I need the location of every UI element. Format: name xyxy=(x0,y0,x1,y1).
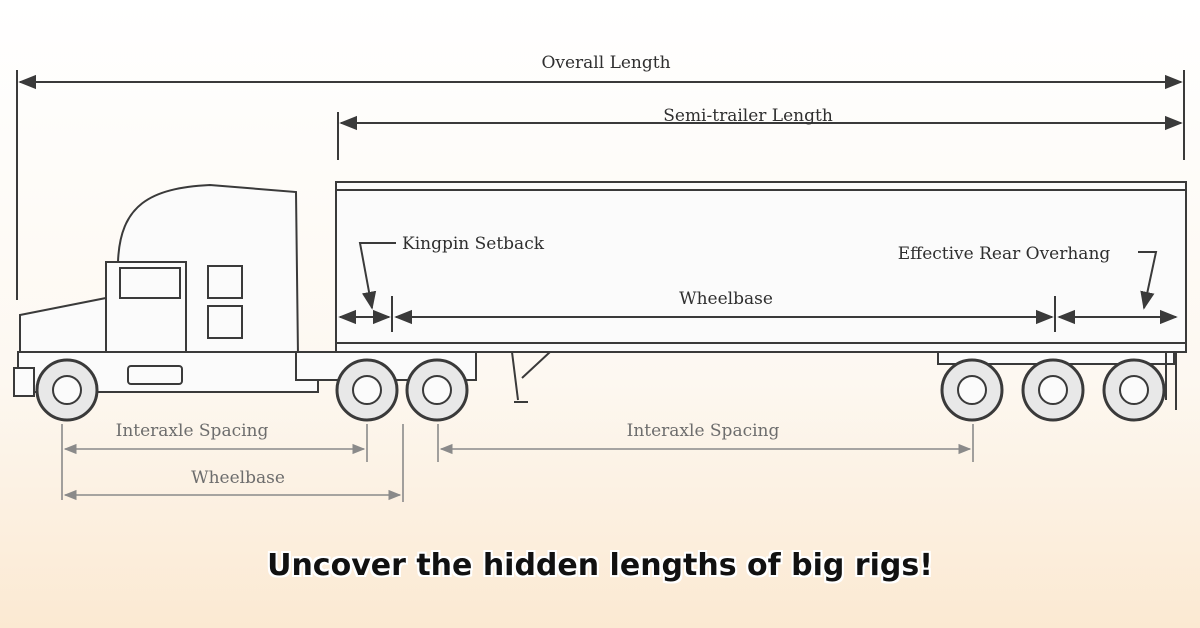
overall-length-label: Overall Length xyxy=(541,53,670,73)
tractor-interaxle-spacing-dimension: Interaxle Spacing xyxy=(61,421,368,500)
drive-axle-wheel-front xyxy=(335,358,399,422)
semi-trailer-length-dimension: Semi-trailer Length xyxy=(337,106,1183,160)
steer-axle-wheel xyxy=(35,358,99,422)
caption-text: Uncover the hidden lengths of big rigs! xyxy=(267,548,933,583)
trailer-interaxle-spacing-dimension: Interaxle Spacing xyxy=(437,421,974,462)
kingpin-setback-dimension: Kingpin Setback xyxy=(338,234,545,332)
trailer-wheelbase-dimension: Wheelbase xyxy=(394,289,1056,332)
kingpin-setback-label: Kingpin Setback xyxy=(402,234,545,254)
overall-length-dimension: Overall Length xyxy=(16,53,1185,300)
trailer-interaxle-spacing-label: Interaxle Spacing xyxy=(627,421,780,441)
trailer-axle-wheel-3 xyxy=(1102,358,1166,422)
tractor-interaxle-spacing-label: Interaxle Spacing xyxy=(116,421,269,441)
wheels xyxy=(35,358,1166,422)
tractor-wheelbase-label: Wheelbase xyxy=(191,468,285,488)
effective-rear-overhang-label: Effective Rear Overhang xyxy=(898,244,1111,264)
effective-rear-overhang-dimension: Effective Rear Overhang xyxy=(898,244,1178,325)
semi-trailer-length-label: Semi-trailer Length xyxy=(663,106,833,126)
drive-axle-wheel-rear xyxy=(405,358,469,422)
tractor-cab xyxy=(13,183,477,397)
tractor-wheelbase-dimension: Wheelbase xyxy=(63,424,404,502)
trailer-axle-wheel-1 xyxy=(940,358,1004,422)
trailer-axle-wheel-2 xyxy=(1021,358,1085,422)
trailer-wheelbase-label: Wheelbase xyxy=(679,289,773,309)
